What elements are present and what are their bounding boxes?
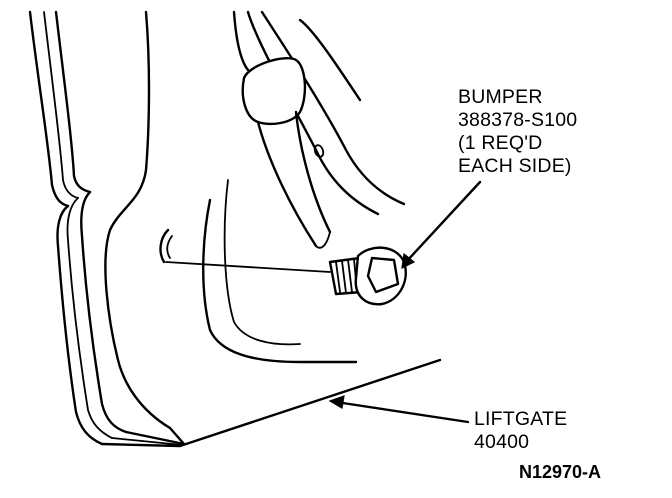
bumper-callout: BUMPER 388378-S100 (1 REQ'D EACH SIDE) [458,86,577,178]
bumper-callout-line-1: BUMPER [458,86,543,108]
bumper-leader-arrow [401,180,482,270]
bumper-callout-line-3: (1 REQ'D [458,132,543,154]
liftgate-inner-panel [104,10,406,446]
liftgate-callout: LIFTGATE 40400 [474,408,567,454]
liftgate-leader-arrow [328,395,470,424]
figure-id: N12970-A [519,462,602,482]
bumper-part [328,246,407,306]
liftgate-callout-line-2: 40400 [474,431,530,453]
liftgate-callout-line-1: LIFTGATE [474,408,568,430]
small-hole [313,144,325,158]
alignment-line [165,261,331,273]
upper-strut-bracket [241,57,332,249]
bumper-callout-line-2: 388378-S100 [458,109,578,131]
body-mounting-hole [159,228,173,264]
bumper-callout-line-4: EACH SIDE) [458,155,572,177]
liftgate-lower-edge [100,358,442,448]
body-panel-outline [28,10,128,446]
